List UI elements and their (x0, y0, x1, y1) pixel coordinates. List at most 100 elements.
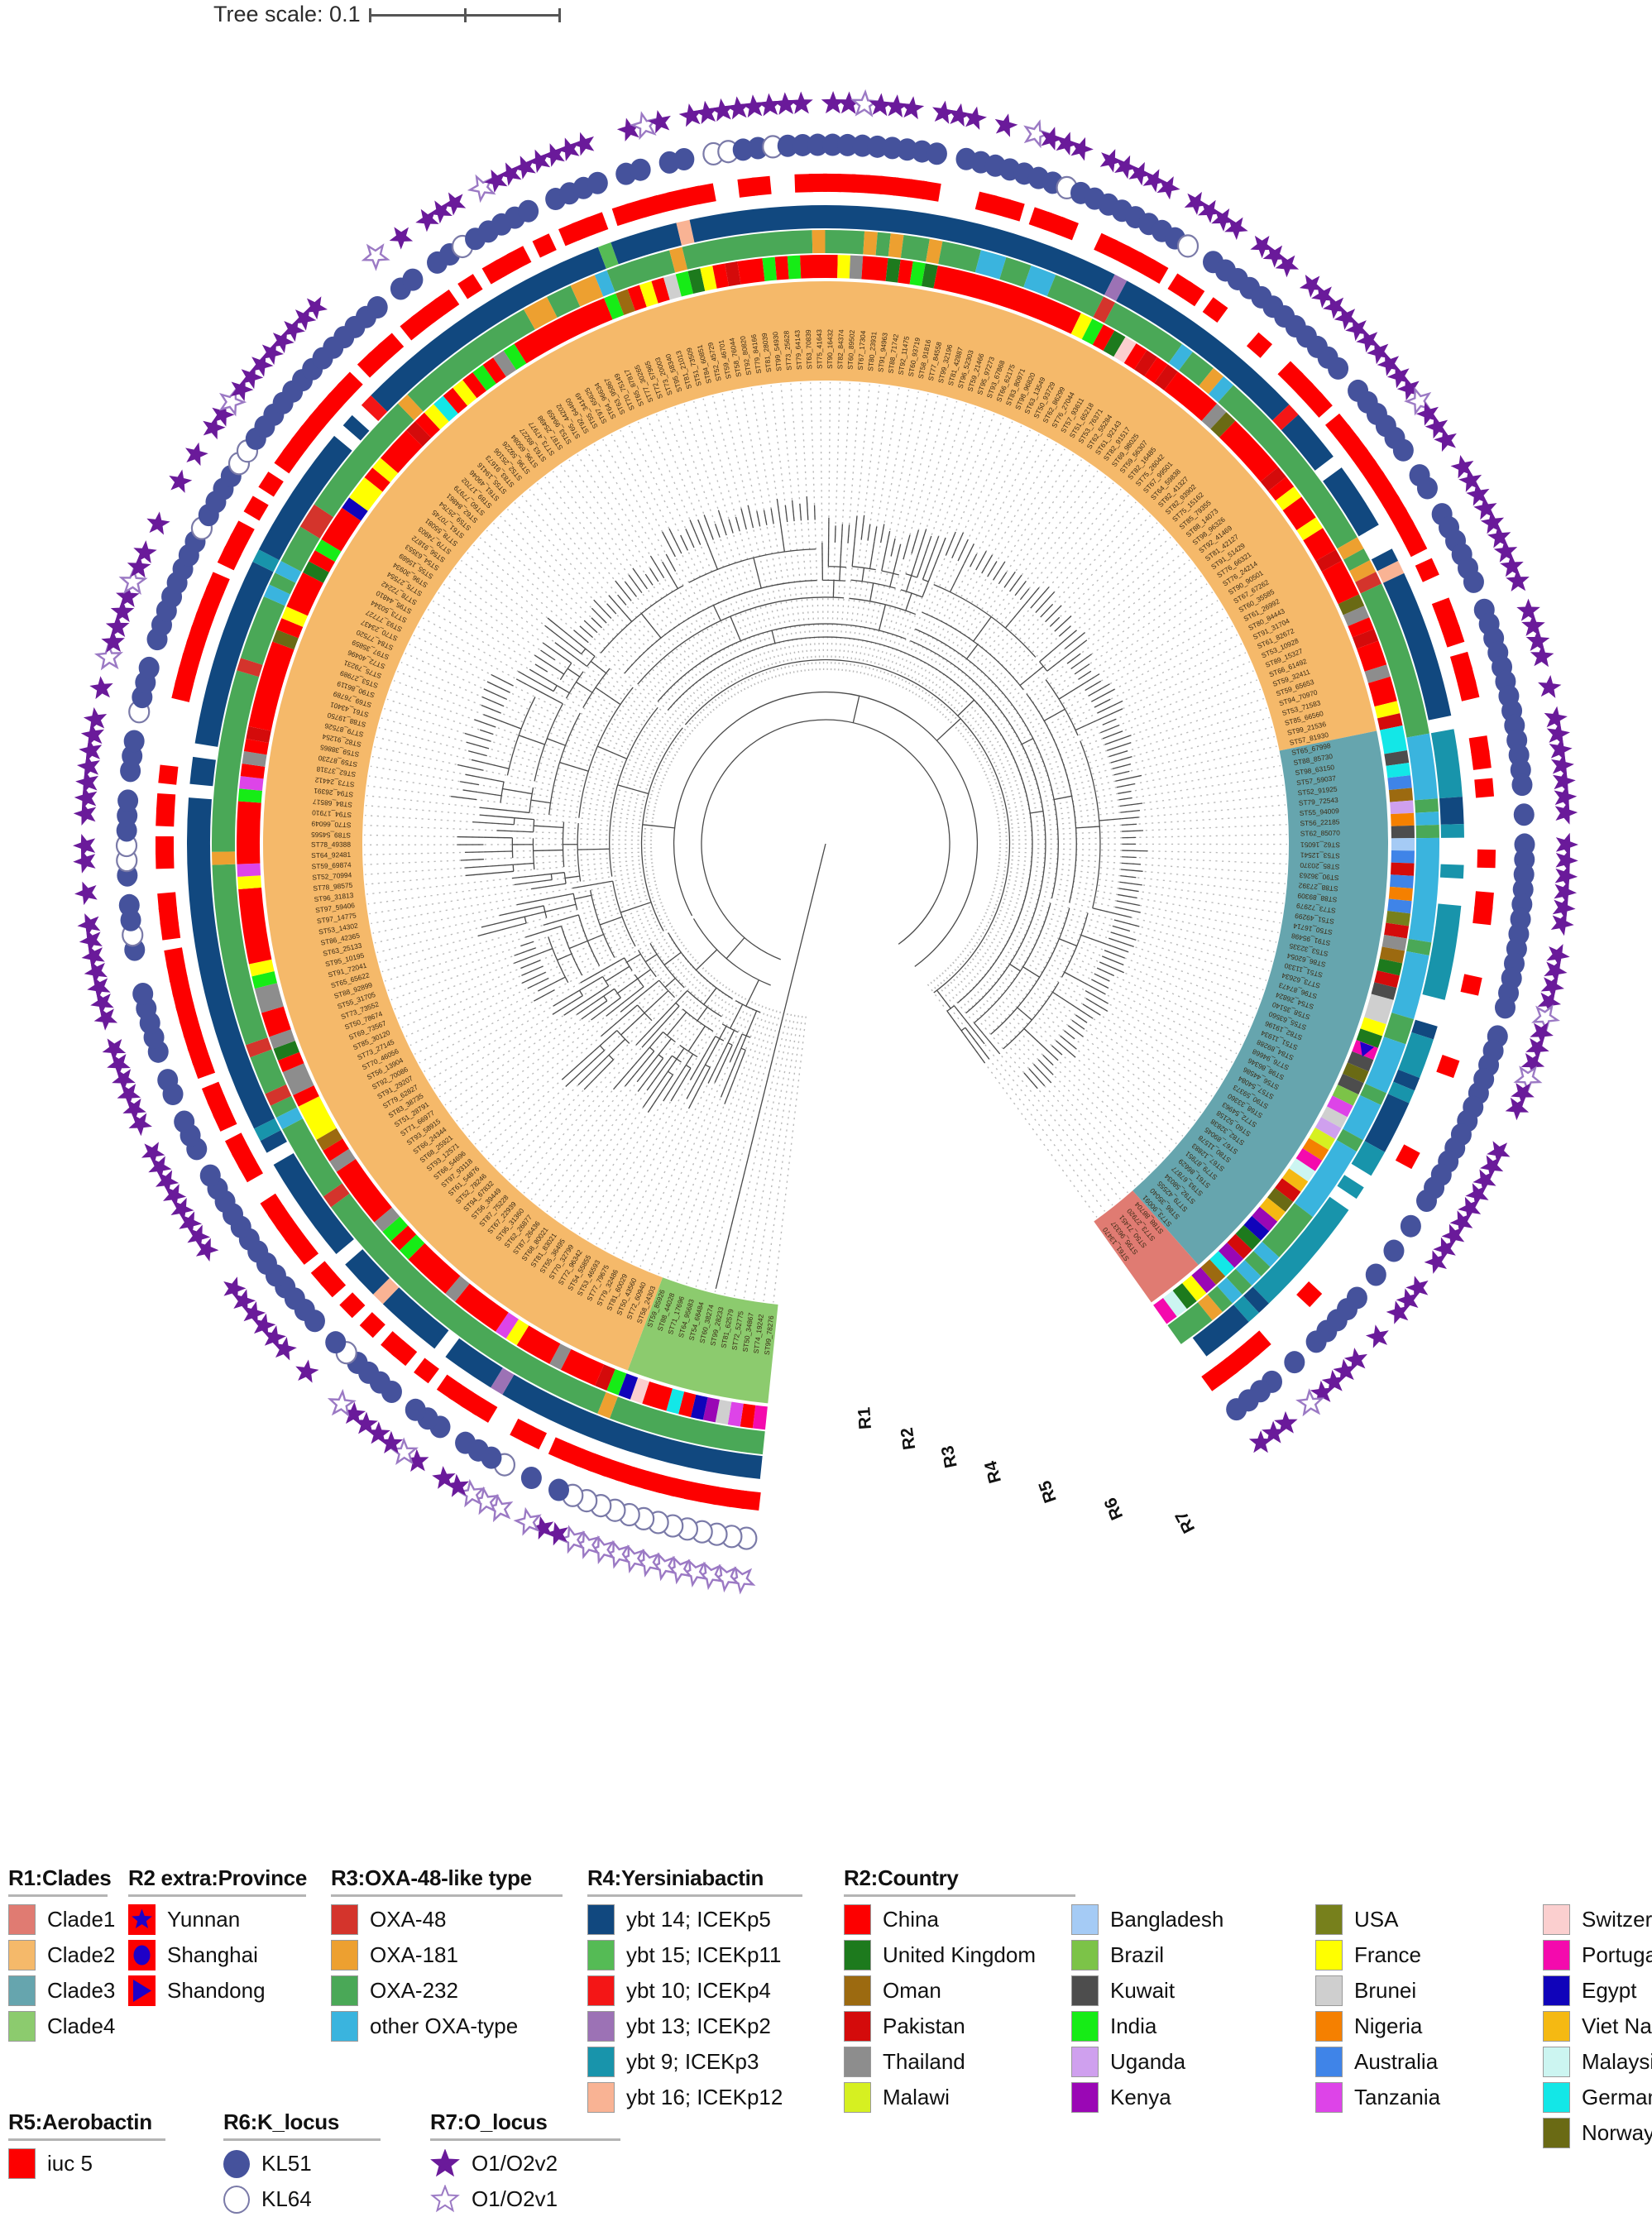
oxa-arc (1416, 825, 1439, 838)
legend-item[interactable]: Thailand (844, 2044, 1036, 2080)
legend-item[interactable]: Yunnan (128, 1902, 306, 1937)
tree-radial (1092, 689, 1115, 701)
legend-item[interactable]: Brunei (1315, 1973, 1440, 2009)
legend-item[interactable]: ybt 9; ICEKp3 (587, 2044, 802, 2080)
legend-item-label: Australia (1354, 2049, 1438, 2075)
tree-radial (708, 1063, 718, 1084)
legend-item[interactable]: Clade4 (8, 2009, 108, 2044)
legend-item[interactable]: Malaysia (1543, 2044, 1652, 2080)
legend-item-label: Clade2 (47, 1942, 115, 1968)
tree-radial (614, 1070, 630, 1089)
legend-item[interactable]: Clade1 (8, 1902, 108, 1937)
tree-radial (483, 715, 498, 721)
tree-radial (694, 1065, 705, 1085)
legend-item[interactable]: OXA-181 (331, 1937, 563, 1973)
tree-radial (534, 655, 551, 666)
legend-item[interactable]: United Kingdom (844, 1937, 1036, 1973)
legend-item[interactable]: Australia (1315, 2044, 1440, 2080)
tree-radial (565, 876, 580, 878)
legend-item[interactable]: Brazil (1071, 1937, 1223, 1973)
tree-radial (906, 593, 912, 611)
legend-item[interactable]: Bangladesh (1071, 1902, 1223, 1937)
tree-radial (881, 524, 884, 543)
klocus-filled-circle (1366, 1263, 1386, 1286)
legend-item[interactable]: Portugal (1543, 1937, 1652, 1973)
svg-text:ST82_84374: ST82_84374 (836, 329, 845, 370)
legend-item[interactable]: Tanzania (1315, 2080, 1440, 2115)
tree-radial (1093, 908, 1114, 913)
tree-arc (524, 917, 526, 923)
ring-r3-oxa (212, 230, 1439, 1454)
klocus-filled-circle (1284, 1351, 1305, 1373)
oxa-arc (1415, 798, 1439, 812)
country-swatch (1315, 2011, 1343, 2042)
tree-radial (547, 739, 565, 745)
legend-item[interactable]: Viet Nam (1543, 2009, 1652, 2044)
ybt-arc (1439, 797, 1464, 825)
tree-radial (577, 1006, 589, 1014)
legend-item[interactable]: Egypt (1543, 1973, 1652, 2009)
legend-item[interactable]: ybt 15; ICEKp11 (587, 1937, 802, 1973)
legend-item[interactable]: OXA-232 (331, 1973, 563, 2009)
legend-item[interactable]: Switzerland (1543, 1902, 1652, 1937)
legend-item[interactable]: Shanghai (128, 1937, 306, 1973)
tree-radial (792, 500, 794, 521)
legend-item[interactable]: Oman (844, 1973, 1036, 2009)
ybt-arc (1441, 824, 1464, 838)
tree-radial (624, 987, 644, 1003)
legend-item-label: O1/O2v2 (472, 2151, 558, 2176)
legend-item[interactable]: ybt 14; ICEKp5 (587, 1902, 802, 1937)
legend-item[interactable]: O1/O2v1 (430, 2181, 620, 2217)
legend-item-label: Tanzania (1354, 2085, 1440, 2110)
ybt-swatch (587, 1940, 615, 1970)
tree-radial (1080, 1009, 1094, 1018)
tree-radial (1122, 857, 1137, 858)
svg-text:ST62_16051: ST62_16051 (1300, 840, 1340, 849)
klocus-filled-circle (927, 142, 947, 165)
legend-item[interactable]: Germany (1543, 2080, 1652, 2115)
tree-radial (481, 924, 496, 927)
legend-item[interactable]: Nigeria (1315, 2009, 1440, 2044)
legend-item[interactable]: ybt 13; ICEKp2 (587, 2009, 802, 2044)
legend-item[interactable]: Kuwait (1071, 1973, 1223, 2009)
legend-item[interactable]: other OXA-type (331, 2009, 563, 2044)
tree-radial (607, 604, 616, 614)
tree-radial (686, 529, 694, 548)
legend-item[interactable]: Malawi (844, 2080, 1036, 2115)
tree-arc (514, 818, 515, 825)
tree-radial (520, 960, 540, 969)
tree-radial (618, 595, 626, 605)
legend-item[interactable]: Clade2 (8, 1937, 108, 1973)
tree-radial (668, 1059, 676, 1071)
tree-radial (521, 966, 543, 975)
country-arc (788, 256, 801, 280)
legend-item[interactable]: Kenya (1071, 2080, 1223, 2115)
legend-item[interactable]: KL64 (223, 2181, 381, 2217)
tree-radial (1121, 869, 1142, 871)
legend-item[interactable]: Uganda (1071, 2044, 1223, 2080)
legend-item-label: ybt 16; ICEKp12 (626, 2085, 783, 2110)
legend-item[interactable]: USA (1315, 1902, 1440, 1937)
legend-item[interactable]: Clade3 (8, 1973, 108, 2009)
tree-radial (521, 941, 534, 946)
legend-item[interactable]: Norway (1543, 2115, 1652, 2151)
legend-item-label: Malaysia (1582, 2049, 1652, 2075)
legend-item[interactable]: iuc 5 (8, 2146, 165, 2181)
legend-item[interactable]: Pakistan (844, 2009, 1036, 2044)
tree-radial (772, 630, 775, 643)
tree-radial (466, 874, 491, 876)
tree-radial (563, 639, 581, 654)
legend-item[interactable]: China (844, 1902, 1036, 1937)
legend-item[interactable]: ybt 10; ICEKp4 (587, 1973, 802, 2009)
tree-radial (1047, 654, 1070, 671)
legend-item[interactable]: O1/O2v2 (430, 2146, 620, 2181)
tree-radial (606, 1002, 625, 1016)
tree-radial (728, 1031, 734, 1043)
legend-item[interactable]: Shandong (128, 1973, 306, 2009)
tree-radial (531, 886, 553, 889)
legend-item[interactable]: KL51 (223, 2146, 381, 2181)
legend-item[interactable]: France (1315, 1937, 1440, 1973)
legend-item[interactable]: OXA-48 (331, 1902, 563, 1937)
legend-item[interactable]: India (1071, 2009, 1223, 2044)
